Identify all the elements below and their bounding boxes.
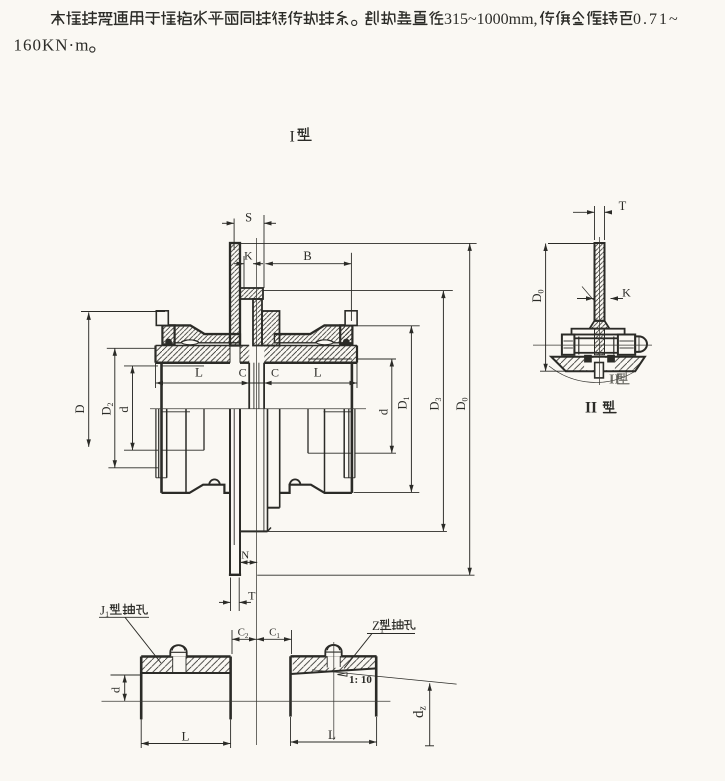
- svg-text:T: T: [619, 199, 627, 213]
- svg-text:d: d: [376, 408, 390, 415]
- svg-text:II: II: [609, 373, 620, 388]
- svg-text:L: L: [195, 365, 203, 380]
- svg-text:C1: C1: [269, 627, 280, 641]
- svg-text:C2: C2: [238, 627, 249, 641]
- svg-text:II: II: [585, 400, 597, 417]
- svg-text:S: S: [245, 211, 252, 225]
- svg-text:T: T: [248, 589, 256, 603]
- svg-text:N: N: [241, 550, 249, 562]
- svg-text:J1: J1: [100, 603, 109, 620]
- svg-text:K: K: [622, 286, 631, 300]
- svg-text:0.71~: 0.71~: [633, 11, 680, 28]
- svg-text:1: 10: 1: 10: [349, 674, 372, 686]
- svg-text:160KN·m: 160KN·m: [14, 36, 90, 55]
- svg-text:C: C: [239, 366, 247, 380]
- svg-text:D: D: [73, 404, 87, 413]
- svg-text:d: d: [109, 687, 123, 693]
- svg-text:315~1000mm,: 315~1000mm,: [444, 11, 538, 28]
- svg-text:d: d: [117, 406, 131, 413]
- svg-text:K: K: [244, 251, 253, 263]
- svg-text:Z1: Z1: [372, 618, 384, 635]
- svg-text:C: C: [271, 366, 279, 380]
- svg-text:L: L: [328, 727, 336, 742]
- svg-text:L: L: [314, 365, 322, 380]
- svg-text:L: L: [182, 729, 190, 744]
- svg-text:B: B: [303, 249, 311, 263]
- svg-text:I: I: [290, 129, 295, 146]
